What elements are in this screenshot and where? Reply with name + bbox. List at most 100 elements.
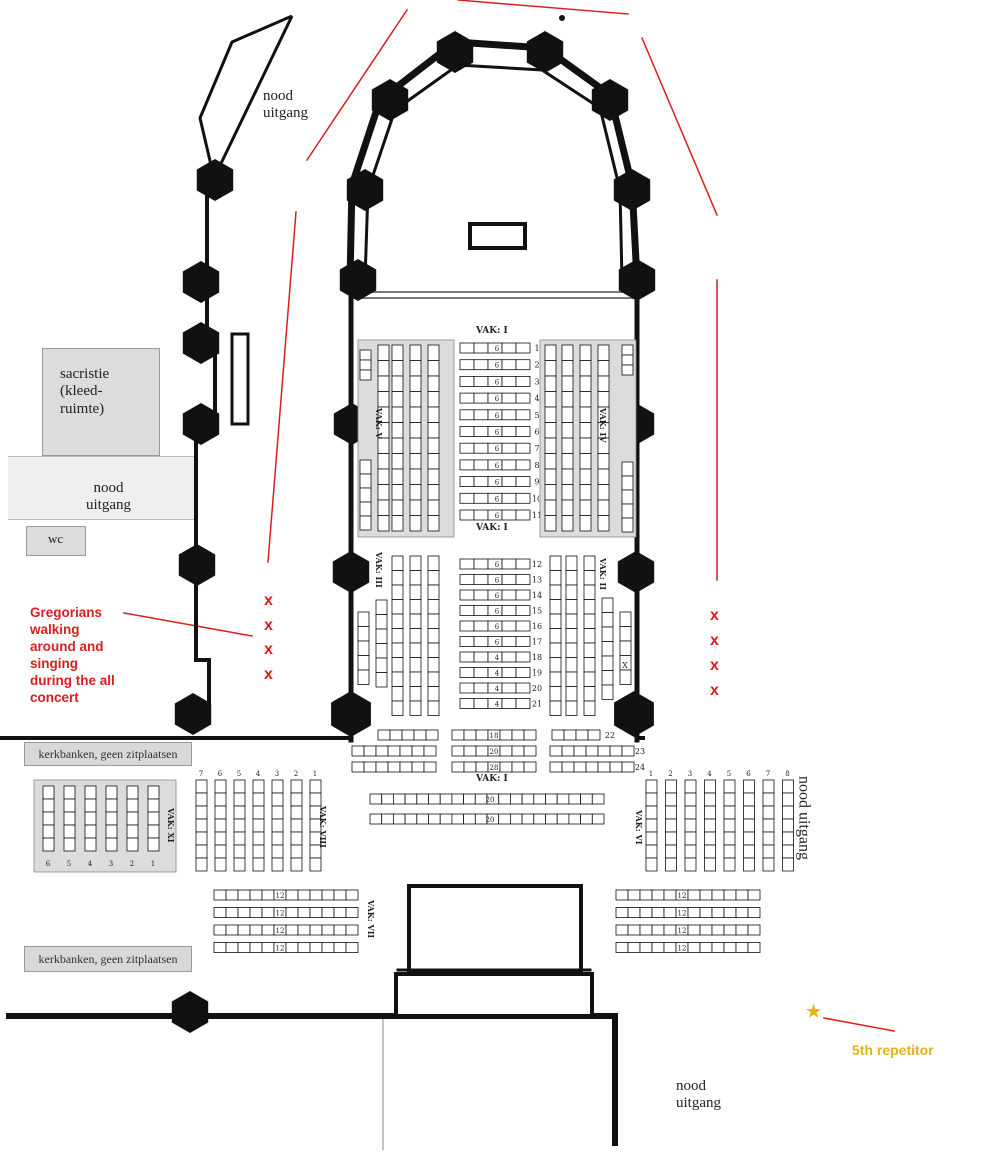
seat-box	[459, 476, 475, 488]
seat-box	[333, 942, 347, 953]
pew-seat	[377, 375, 390, 392]
seat-box	[501, 651, 517, 663]
seat-box	[404, 813, 418, 825]
pew-seat	[309, 779, 322, 794]
row-number-label: 18	[532, 653, 542, 662]
pew-seat	[782, 831, 794, 846]
pew-seat	[601, 597, 614, 613]
pew-seat	[601, 655, 614, 671]
pew-seat	[561, 422, 574, 439]
pew-seat	[195, 857, 208, 872]
seat-box	[333, 889, 347, 901]
column-number-label: 6	[218, 770, 223, 778]
seat-box	[459, 359, 475, 371]
pew-seat	[252, 805, 265, 820]
pew-seat	[377, 437, 390, 454]
pew-seat	[427, 570, 440, 586]
seat-box	[575, 729, 589, 741]
pew-seat	[762, 818, 775, 833]
pew-seat	[544, 360, 557, 377]
pew-seat	[409, 515, 422, 532]
seat-box	[285, 907, 299, 918]
pew-seat	[723, 779, 736, 794]
pew-seat	[621, 517, 634, 533]
emergency-exit-right-label: nood uitgang	[795, 776, 813, 860]
seat-box	[459, 375, 475, 387]
pew-seat	[762, 857, 775, 872]
pew-seat	[723, 844, 736, 859]
annotation-pointer-line	[123, 612, 253, 637]
pew-seat	[579, 499, 592, 516]
emergency-exit-left-band	[8, 456, 194, 520]
seat-box	[523, 745, 537, 757]
seat-box	[473, 459, 489, 471]
seat-count-label: 6	[495, 378, 500, 386]
seat-count-label: 6	[495, 561, 500, 569]
pew-seat	[743, 844, 755, 859]
pew-seat	[377, 468, 390, 485]
seat-box	[249, 907, 263, 918]
seat-box	[723, 924, 737, 936]
section-label-vak-v: VAK: V	[374, 408, 384, 439]
pew-seat	[645, 818, 658, 833]
pew-seat	[409, 613, 422, 629]
singer-position-mark: x	[710, 632, 719, 649]
pew-seat	[427, 484, 440, 501]
seat-count-label: 18	[490, 732, 499, 740]
seat-count-label: 6	[495, 429, 500, 437]
pew-seat	[684, 792, 697, 807]
seat-box	[747, 907, 761, 918]
section-label-vak-i-top: VAK: I	[476, 326, 508, 336]
seat-box	[549, 761, 563, 773]
row-number-label: 4	[534, 394, 539, 403]
pew-seat	[704, 805, 716, 820]
pew-seat	[561, 391, 574, 408]
seat-count-label: 6	[495, 512, 500, 520]
church-benches-bottom-tag: kerkbanken, geen zitplaatsen	[24, 946, 192, 972]
pew-seat	[252, 818, 265, 833]
seat-box	[297, 924, 311, 936]
pew-seat	[427, 360, 440, 377]
pew-seat	[743, 857, 755, 872]
pew-seat	[147, 785, 160, 800]
pew-seat	[377, 515, 390, 532]
seat-box	[459, 492, 475, 504]
pew-seat	[126, 837, 139, 852]
pew-seat	[252, 844, 265, 859]
seat-box	[459, 342, 475, 354]
pew-seat	[601, 626, 614, 642]
pew-seat	[549, 628, 562, 644]
column-number-label: 3	[109, 860, 113, 868]
seat-box	[499, 745, 513, 757]
pew-seat	[409, 671, 422, 687]
seat-box	[413, 729, 427, 741]
row-number-label: 22	[605, 731, 615, 740]
seat-box	[499, 729, 513, 741]
pew-seat	[684, 779, 697, 794]
seat-box	[309, 924, 323, 936]
seat-box	[473, 375, 489, 387]
pew-seat	[561, 406, 574, 423]
pew-seat	[84, 824, 97, 839]
seat-box	[473, 359, 489, 371]
pew-seat	[391, 453, 404, 470]
seat-box	[451, 793, 464, 805]
stage-step	[394, 972, 594, 1018]
pew-seat	[579, 468, 592, 485]
seat-box	[568, 813, 582, 825]
pew-seat	[375, 672, 388, 688]
seat-box	[627, 942, 641, 953]
seat-box	[498, 793, 511, 805]
seat-box	[459, 667, 475, 678]
pew-seat	[427, 599, 440, 615]
boundary-line	[457, 0, 629, 15]
seat-box	[747, 942, 761, 953]
seat-box	[363, 745, 377, 757]
seat-box	[392, 813, 406, 825]
seat-box	[404, 793, 418, 805]
pillar	[174, 693, 212, 735]
pew-seat	[544, 406, 557, 423]
seat-box	[591, 793, 605, 805]
pew-seat	[63, 824, 76, 839]
seat-box	[651, 907, 665, 918]
